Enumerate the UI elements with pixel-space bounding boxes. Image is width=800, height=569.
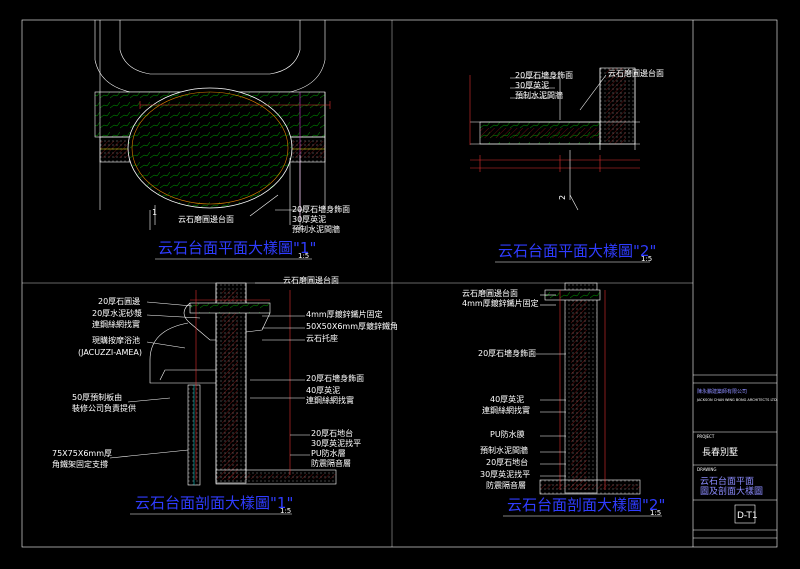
section-1-label-r9: 30厚英泥找平 [311,438,361,448]
section-2-label-3: 20厚石墻身飾面 [478,348,536,358]
drawing-label: DRAWING [697,467,716,472]
section-1-drawing [109,282,337,486]
plan-1-label-2: 20厚石墻身飾面 [292,204,350,214]
section-1-label-l8: 75X75X6mm厚 [52,449,112,458]
plan-2-label-2: 30厚英泥 [515,80,549,90]
drawing-number: D-T1 [737,511,758,521]
section-2-title: 云石台面剖面大樣圖"2" [507,496,665,514]
plan-2-mark: 2 [558,195,567,200]
section-1-title: 云石台面剖面大樣圖"1" [135,494,293,512]
section-1-label-r3: 50X50X6mm厚鍍鋅鐵角 [306,321,398,331]
section-2-label-7: 預制水泥間牆 [480,445,528,455]
drawing-name: 云石台面平面圖及剖面大樣圖 [700,475,763,497]
drawing-name-text: 云石台面平面 [700,475,754,487]
section-2-scale: 1:5 [650,509,661,517]
section-1-label-r11: 防震隔音層 [311,458,351,468]
section-2-label-9: 30厚英泥找平 [480,469,530,479]
section-1-scale: 1:5 [280,507,291,515]
section-2-label-5: 連鋼絲網找實 [482,405,530,415]
plan-1-drawing [94,20,331,230]
section-1-label-r1: 云石磨圓邊台面 [283,275,339,285]
drawing-name-text-line2: 圖及剖面大樣圖 [700,485,763,497]
section-2-drawing [536,282,641,495]
section-1-label-l3: 連鋼絲網找實 [92,319,140,329]
section-1-label-l6: 50厚預制板由 [72,392,122,402]
section-1-label-r6: 40厚英泥 [306,385,340,395]
project-label: PROJECT [697,434,715,439]
section-1-label-l1: 20厚石圓邊 [98,296,140,306]
plan-1-label-3: 30厚英泥 [292,214,326,224]
section-1-label-r10: PU防水層 [311,448,346,458]
plan-1-label-1: 云石磨圓邊台面 [178,214,234,224]
plan-2-label-1: 20厚石墻身飾面 [515,70,573,80]
section-1-label-l9: 角鐵架固定支撐 [52,459,108,469]
company-name-cn: 陳永鵬建築師有限公司 [697,388,747,395]
section-2-label-4: 40厚英泥 [490,394,524,404]
section-1-label-r5: 20厚石墻身飾面 [306,373,364,383]
section-1-label-l7: 裝修公司負責提供 [72,403,136,413]
section-1-label-r8: 20厚石地台 [311,428,353,438]
plan-2-label-4: 云石磨圓邊台面 [608,68,664,78]
section-2-label-2: 4mm厚鍍鋅鐵片固定 [462,298,539,308]
plan-2-scale: 1:5 [641,255,652,263]
plan-2-drawing [469,67,640,211]
section-1-label-l5: (JACUZZI-AMEA) [78,348,142,357]
section-2-label-1: 云石磨圓邊台面 [462,288,518,298]
plan-2-title: 云石台面平面大樣圖"2" [498,242,656,260]
section-2-label-6: PU防水膜 [490,429,525,439]
plan-1-title: 云石台面平面大樣圖"1" [158,239,316,257]
plan-1-mark: 1 [152,208,157,217]
section-1-label-r4: 云石托座 [306,333,338,343]
plan-1-scale: 1:5 [298,252,309,260]
project-name: 長春別墅 [702,446,738,458]
title-block [693,374,777,539]
sheet-border [21,19,778,548]
section-1-label-l2: 20厚水泥砂漿 [92,308,142,318]
section-1-label-l4: 現購按摩浴池 [92,335,140,345]
section-2-label-8: 20厚石地台 [486,457,528,467]
section-2-label-10: 防震隔音層 [486,480,526,490]
plan-2-label-3: 預制水泥間牆 [515,90,563,100]
section-1-label-r2: 4mm厚鍍鋅鐵片固定 [306,309,383,319]
plan-1-label-4: 預制水泥間牆 [292,224,340,234]
section-1-label-r7: 連鋼絲網找實 [306,395,354,405]
company-name-en: JACKSON CHAN WING BONG ARCHITECTS LTD. [696,398,778,402]
